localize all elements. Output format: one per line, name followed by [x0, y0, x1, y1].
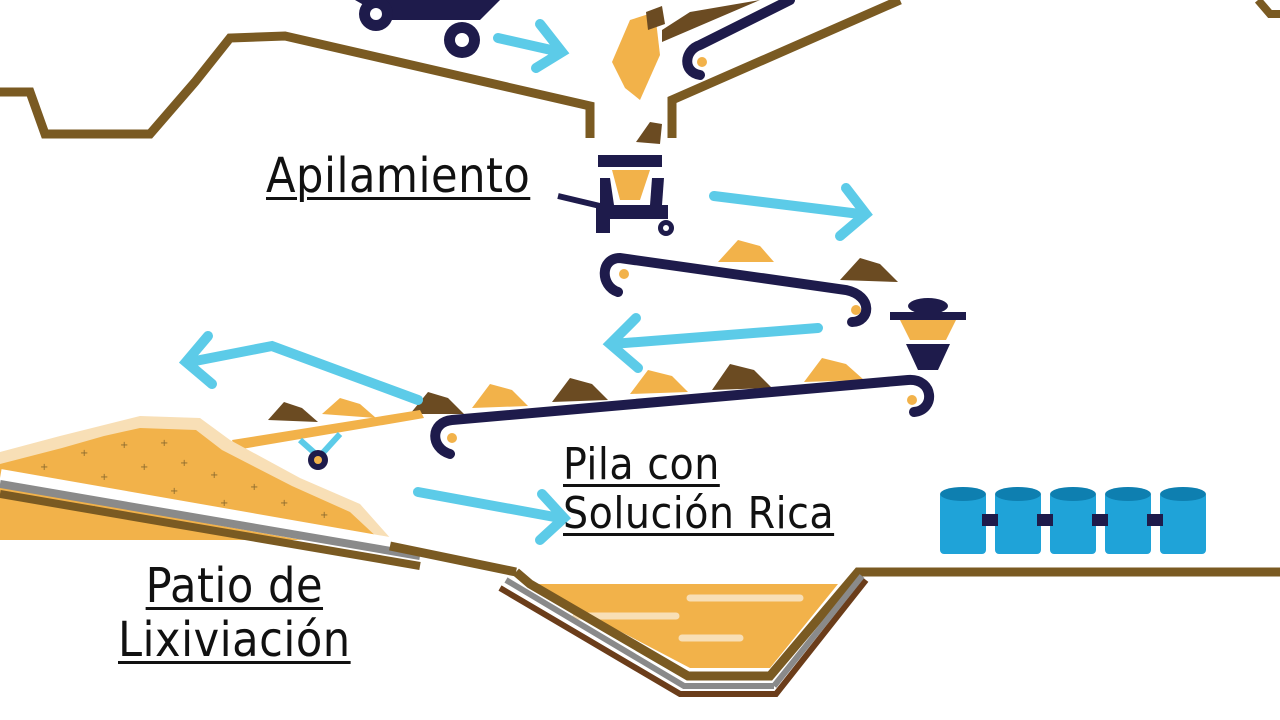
ore-piles-middle	[718, 240, 898, 282]
lower-conveyor	[430, 375, 935, 459]
haul-truck	[355, 0, 500, 58]
svg-text:+: +	[40, 462, 48, 473]
label-stacking: Apilamiento	[266, 148, 531, 204]
svg-text:+: +	[180, 458, 188, 469]
middle-conveyor	[599, 252, 872, 327]
ore-piles-lower	[268, 358, 864, 422]
label-rich-solution-heap: Pila con Solución Rica	[563, 440, 834, 539]
upper-conveyor	[662, 0, 795, 80]
svg-text:+: +	[320, 510, 328, 521]
terrain-top-left	[0, 31, 595, 139]
svg-text:+: +	[100, 472, 108, 483]
storage-tanks	[940, 487, 1206, 554]
label-leach-pad-line2: Lixiviación	[118, 611, 351, 668]
svg-text:+: +	[280, 498, 288, 509]
svg-text:+: +	[250, 482, 258, 493]
flow-arrow-middle	[602, 313, 823, 373]
flow-arrow-to-pad	[178, 331, 423, 405]
flow-arrow-truck	[493, 19, 570, 73]
svg-text:+: +	[210, 470, 218, 481]
solution-pond	[498, 567, 1280, 697]
crusher	[557, 155, 674, 236]
falling-ore	[612, 6, 665, 144]
label-rich-solution-line1: Pila con	[563, 439, 720, 490]
terrain-corner-right	[1254, 0, 1280, 18]
secondary-crusher	[890, 298, 966, 370]
label-rich-solution-line2: Solución Rica	[563, 488, 835, 540]
svg-text:+: +	[160, 438, 168, 449]
ground-line	[389, 541, 517, 577]
svg-text:+: +	[120, 440, 128, 451]
svg-text:+: +	[220, 498, 228, 509]
flow-arrow-to-pond	[413, 487, 572, 545]
label-leach-pad: Patio de Lixiviación	[118, 558, 351, 668]
svg-text:+: +	[80, 448, 88, 459]
svg-text:+: +	[170, 486, 178, 497]
terrain-top-right	[667, 0, 902, 138]
label-leach-pad-line1: Patio de	[145, 558, 324, 614]
stacker	[232, 410, 424, 470]
svg-text:+: +	[140, 462, 148, 473]
flow-arrow-crusher	[709, 183, 873, 241]
